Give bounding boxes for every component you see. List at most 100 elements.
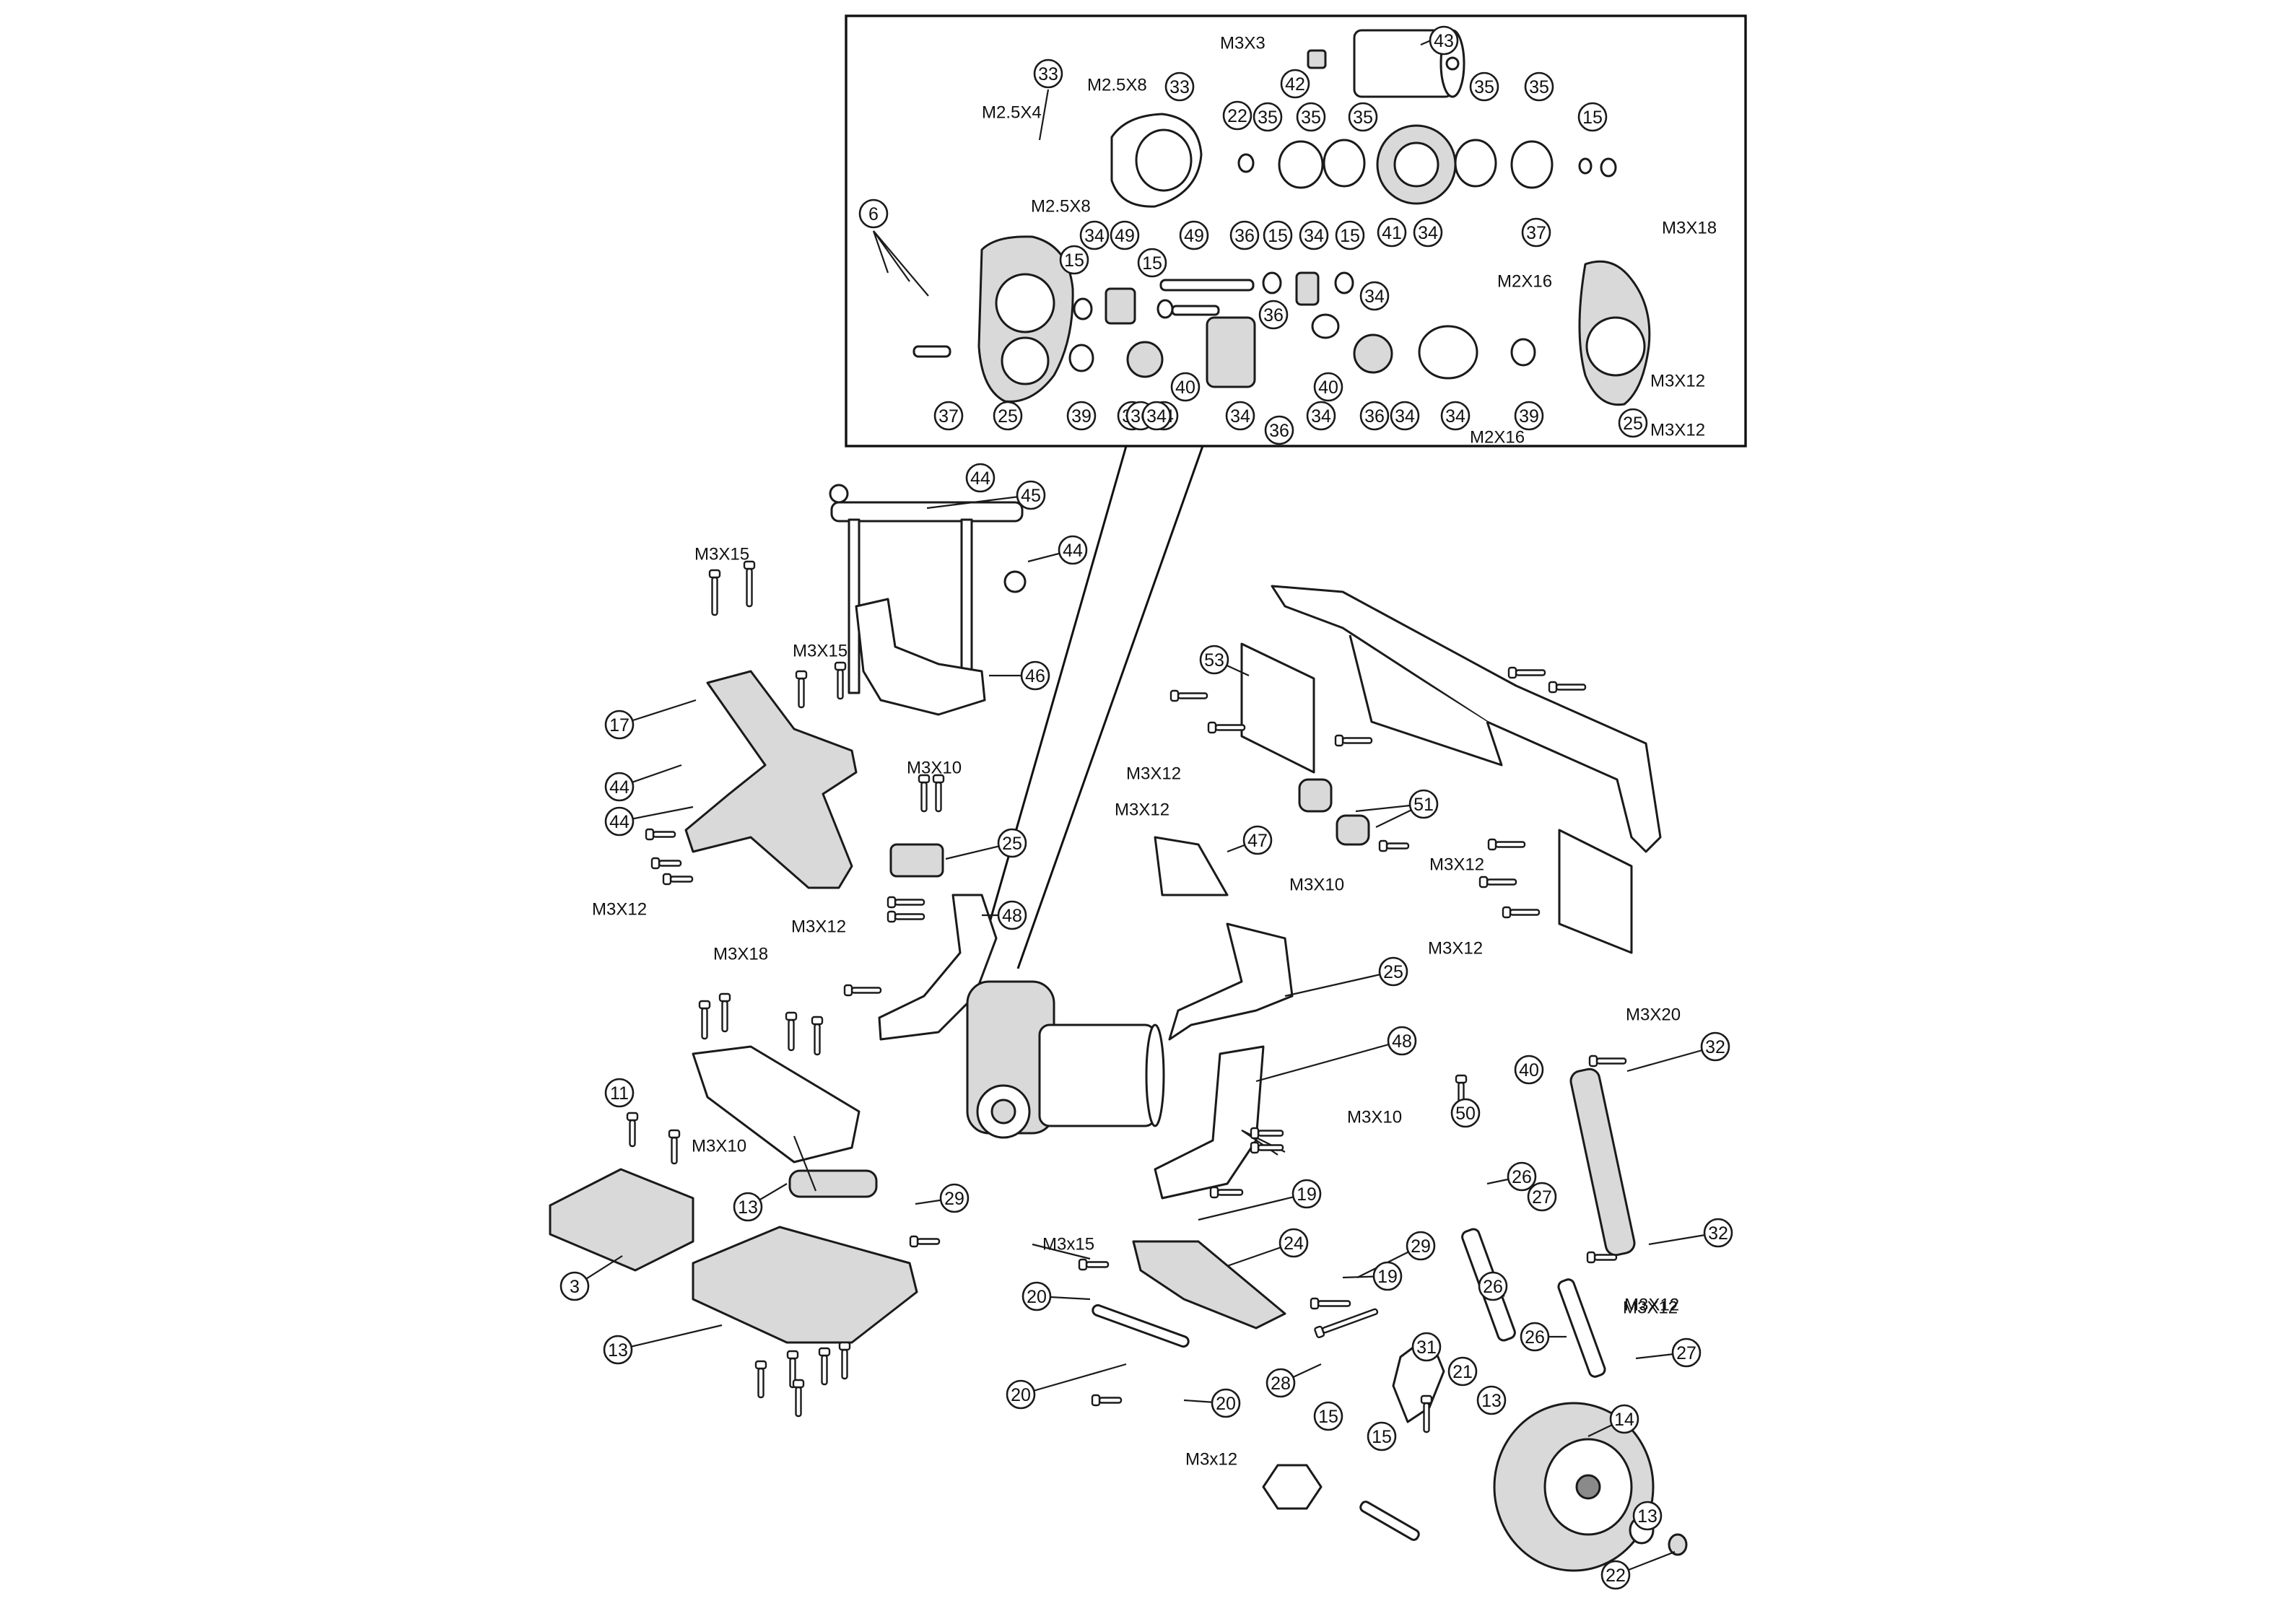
callout-number: 49: [1184, 226, 1204, 246]
part-callout: 44: [604, 806, 635, 837]
size-label: M3X10: [907, 759, 962, 778]
callout-number: 25: [998, 406, 1018, 427]
screw-icon: [811, 1016, 824, 1056]
leader-line: [1626, 1045, 1716, 1073]
callout-number: 3: [570, 1277, 580, 1297]
part-callout: 15: [1335, 220, 1365, 250]
callout-number: 40: [1318, 377, 1338, 398]
size-label: M3X12: [1650, 421, 1705, 440]
rear-bumper: [1271, 585, 1662, 853]
screw-icon: [886, 896, 925, 909]
part-callout: 24: [1278, 1228, 1309, 1258]
callout-number: 34: [1445, 406, 1465, 427]
rear-motor-mount: [1168, 922, 1294, 1041]
callout-number: 35: [1353, 108, 1373, 128]
screw-icon: [786, 1350, 799, 1389]
callout-number: 47: [1247, 831, 1268, 851]
screw-icon: [668, 1129, 681, 1165]
spur-gear: [1376, 124, 1457, 205]
callout-number: 27: [1532, 1187, 1552, 1208]
leader-line: [873, 230, 929, 297]
size-label: M3X20: [1626, 1005, 1681, 1025]
screw-icon: [1548, 681, 1587, 694]
part-callout: 27: [1527, 1182, 1557, 1212]
screw-icon: [838, 1341, 851, 1380]
part-callout: 36: [1258, 300, 1289, 330]
callout-number: 20: [1011, 1385, 1031, 1405]
screw-icon: [708, 569, 721, 616]
callout-number: 48: [1002, 906, 1022, 926]
part-callout: 13: [1632, 1501, 1663, 1531]
callout-number: 36: [1263, 305, 1284, 326]
part-callout: 14: [1609, 1404, 1639, 1434]
screw-icon: [792, 1379, 805, 1418]
size-label: M3X12: [1126, 764, 1181, 784]
callout-number: 40: [1175, 377, 1195, 398]
callout-number: 33: [1038, 64, 1058, 84]
screw-icon: [1586, 1251, 1618, 1264]
part-callout: 39: [1514, 401, 1544, 431]
callout-number: 37: [1526, 223, 1546, 243]
callout-number: 15: [1582, 108, 1603, 128]
callout-number: 29: [1411, 1236, 1431, 1257]
internal-gears: [1105, 271, 1478, 388]
callout-number: 51: [1413, 795, 1434, 815]
part-callout: 37: [1521, 217, 1551, 248]
callout-number: 15: [1372, 1427, 1392, 1447]
part-callout: 6: [858, 198, 889, 229]
part-callout: 31: [1411, 1332, 1442, 1362]
screw-icon: [1207, 721, 1246, 734]
callout-number: 46: [1025, 666, 1045, 686]
screw-icon: [718, 992, 731, 1033]
part-callout: 45: [1016, 480, 1046, 510]
suspension-arm: [1132, 1240, 1286, 1330]
part-callout: 34: [1079, 220, 1110, 250]
leader-line: [926, 494, 1032, 510]
part-callout: 26: [1520, 1322, 1550, 1352]
part-callout: 15: [1313, 1401, 1343, 1431]
callout-number: 31: [1416, 1337, 1437, 1358]
callout-number: 15: [1142, 253, 1162, 274]
part-callout: 32: [1700, 1031, 1730, 1062]
callout-number: 36: [1234, 226, 1255, 246]
part-callout: 27: [1671, 1337, 1702, 1368]
part-callout: 53: [1199, 645, 1229, 675]
part-callout: 34: [1359, 281, 1390, 311]
callout-number: 26: [1525, 1327, 1545, 1348]
callout-number: 34: [1311, 406, 1331, 427]
callout-number: 39: [1519, 406, 1539, 427]
part-callout: 17: [604, 710, 635, 740]
callout-number: 32: [1705, 1037, 1725, 1057]
size-label: M3X12: [592, 900, 647, 920]
screw-icon: [795, 670, 808, 709]
part-callout: 40: [1313, 372, 1343, 402]
part-callout: 40: [1170, 372, 1201, 402]
mud-flap-lower: [1558, 829, 1633, 954]
part-callout: 49: [1110, 220, 1140, 250]
screw-icon: [626, 1112, 639, 1148]
screw-icon: [1209, 1186, 1244, 1199]
size-label: M3x12: [1185, 1450, 1237, 1470]
part-callout: 36: [1229, 220, 1260, 250]
part-callout: 20: [1006, 1379, 1036, 1410]
leader-line: [872, 230, 889, 274]
screw-icon: [785, 1011, 798, 1052]
size-label: M3X12: [1428, 939, 1483, 959]
callout-number: 45: [1021, 486, 1041, 506]
part-callout: 25: [997, 828, 1027, 858]
leader-line: [1032, 1243, 1091, 1260]
callout-number: 37: [938, 406, 959, 427]
callout-number: 15: [1318, 1407, 1338, 1427]
part-callout: 33: [1033, 58, 1063, 89]
callout-number: 34: [1395, 406, 1415, 427]
callout-number: 34: [1084, 226, 1105, 246]
screw-icon: [843, 984, 882, 997]
size-label: M3X12: [791, 917, 846, 937]
part-callout: 15: [1263, 220, 1293, 250]
part-callout: 47: [1242, 825, 1273, 855]
callout-number: 44: [609, 812, 630, 832]
part-callout: 50: [1450, 1098, 1481, 1128]
bulkhead-brace: [788, 1169, 878, 1198]
callout-number: 44: [609, 777, 630, 798]
part-callout: 41: [1377, 217, 1407, 248]
